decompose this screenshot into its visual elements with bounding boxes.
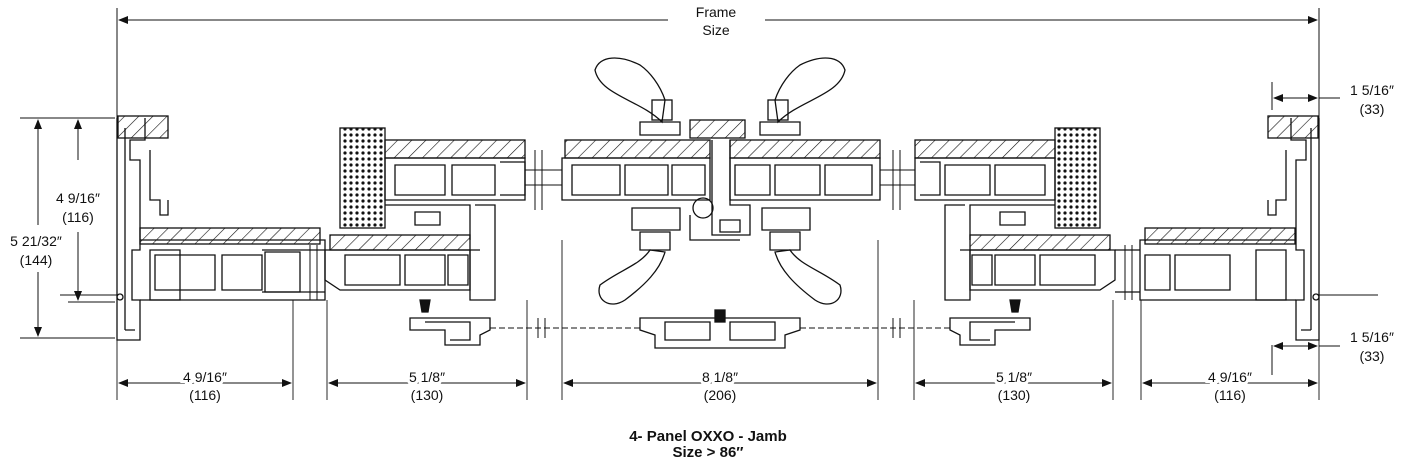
panel-right-width-in: 5 1/8″ <box>996 369 1032 385</box>
center-width-in: 8 1/8″ <box>702 369 738 385</box>
left-inner-height-mm: (116) <box>62 209 94 225</box>
right-jamb-width-in: 4 9/16″ <box>1208 369 1252 385</box>
frame-size-label-1: Frame <box>696 4 737 20</box>
panel-left-width-mm: (130) <box>411 387 444 403</box>
center-width-mm: (206) <box>704 387 737 403</box>
frame-size-dimension <box>116 8 1320 118</box>
right-top-offset-mm: (33) <box>1360 101 1385 117</box>
dimension-labels: Frame Size 4 9/16″ (116) 5 1/8″ (130) 8 … <box>10 4 1394 403</box>
left-height-dimensions <box>20 117 115 339</box>
right-panel-profile <box>914 127 1116 346</box>
left-jamb-frame <box>60 115 326 341</box>
panel-left-width-in: 5 1/8″ <box>409 369 445 385</box>
right-bottom-offset-in: 1 5/16″ <box>1350 329 1394 345</box>
drawing-caption: 4- Panel OXXO - Jamb Size > 86″ <box>0 429 1416 461</box>
glazing-break-lines <box>309 150 1133 338</box>
frame-size-label-2: Size <box>702 22 729 38</box>
left-jamb-width-in: 4 9/16″ <box>183 369 227 385</box>
left-inner-height-in: 4 9/16″ <box>56 190 100 206</box>
center-interlock <box>561 57 881 349</box>
left-outer-height-in: 5 21/32″ <box>10 233 62 249</box>
left-outer-height-mm: (144) <box>20 252 53 268</box>
right-jamb-width-mm: (116) <box>1214 387 1246 403</box>
caption-title: 4- Panel OXXO - Jamb <box>629 428 787 445</box>
left-panel-profile <box>324 127 526 346</box>
right-jamb-frame <box>1115 115 1378 341</box>
panel-right-width-mm: (130) <box>998 387 1031 403</box>
caption-subtitle: Size > 86″ <box>672 444 744 461</box>
right-offset-dimensions <box>1271 82 1340 375</box>
extension-lines <box>116 240 1320 400</box>
right-top-offset-in: 1 5/16″ <box>1350 82 1394 98</box>
left-jamb-width-mm: (116) <box>189 387 221 403</box>
right-bottom-offset-mm: (33) <box>1360 348 1385 364</box>
